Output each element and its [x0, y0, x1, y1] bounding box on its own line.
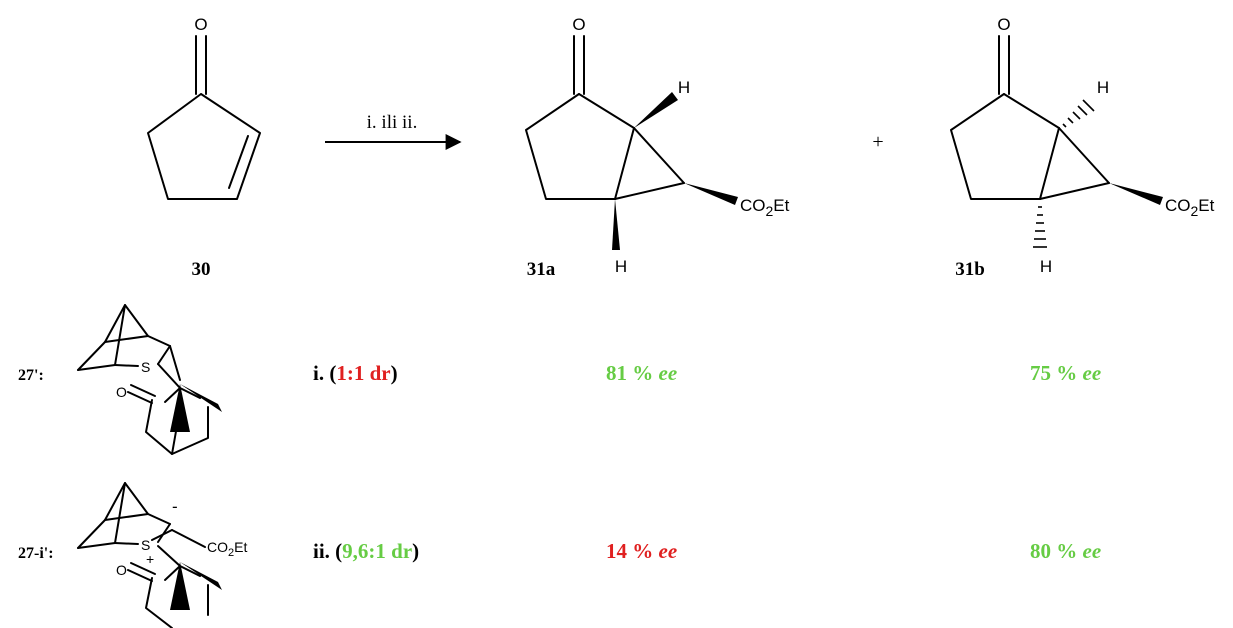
ester-group: CO2Et [740, 196, 790, 219]
bond [1039, 182, 1110, 200]
wedge-bond [180, 384, 222, 412]
atom-h: H [1097, 78, 1109, 97]
atom-o: O [997, 15, 1010, 34]
double-bond-inner [228, 135, 249, 189]
wedge-bond [170, 562, 190, 610]
bond [1003, 93, 1060, 129]
compound-label-31a: 31a [527, 259, 556, 280]
wedge-bond [612, 199, 620, 250]
wedge-bond [170, 384, 190, 432]
atom-o: O [194, 15, 207, 34]
bond [104, 513, 149, 521]
row-1-dr: i. (1:1 dr) [313, 361, 398, 385]
bond [157, 345, 171, 365]
reagent-27-structure: S O [77, 304, 222, 455]
positive-charge: + [146, 551, 154, 567]
bond [114, 482, 126, 544]
reagent-label-27-i: 27-i': [18, 545, 54, 562]
reaction-conditions: i. ili ii. [367, 112, 418, 133]
negative-charge: - [172, 497, 178, 516]
reagent-label-27: 27': [18, 367, 44, 384]
compound-31b-structure: O H H CO2Et [950, 15, 1215, 276]
atom-o: O [116, 562, 127, 578]
ring-bonds [525, 93, 616, 200]
bond [633, 127, 685, 184]
atom-h: H [1040, 257, 1052, 276]
compound-label-31b: 31b [955, 259, 985, 280]
bond [1058, 127, 1110, 184]
atom-h: H [678, 78, 690, 97]
bond [145, 577, 173, 628]
bond [171, 529, 206, 548]
wedge-bond [1109, 183, 1163, 205]
row-2-dr: ii. (9,6:1 dr) [313, 539, 419, 563]
wedge-bond [684, 183, 738, 205]
bond [157, 523, 171, 543]
bond [77, 364, 116, 371]
plus-sign: + [872, 131, 883, 153]
ester-group: CO2Et [207, 539, 247, 559]
bond-fusion [1039, 127, 1060, 200]
bond [164, 565, 181, 581]
atom-s: S [141, 537, 150, 553]
row-1-ee-31a: 81 % ee [606, 361, 677, 385]
bond [114, 542, 139, 545]
compound-31a-structure: O H H CO2Et [525, 15, 790, 276]
wedge-bond [180, 562, 222, 590]
bond [578, 93, 635, 129]
bond [614, 182, 685, 200]
atom-s: S [141, 359, 150, 375]
bond [169, 345, 181, 381]
bond [77, 542, 116, 549]
bond [130, 562, 156, 575]
atom-o: O [116, 384, 127, 400]
reagent-27-i-structure: S + - CO2Et O [77, 482, 247, 628]
ring-bonds [147, 93, 261, 200]
bond [114, 304, 126, 366]
row-2-ee-31b: 80 % ee [1030, 539, 1101, 563]
compound-30-structure: O [147, 15, 261, 200]
bond [104, 335, 149, 343]
wedge-bond [634, 92, 678, 128]
bond [127, 569, 153, 582]
compound-label-30: 30 [192, 259, 211, 280]
atom-o: O [572, 15, 585, 34]
atom-h: H [615, 257, 627, 276]
row-1-ee-31b: 75 % ee [1030, 361, 1101, 385]
ring-bonds [950, 93, 1041, 200]
hash-bond [1062, 99, 1095, 128]
bond [130, 384, 156, 397]
bond [127, 391, 153, 404]
row-2-ee-31a: 14 % ee [606, 539, 677, 563]
ester-group: CO2Et [1165, 196, 1215, 219]
bond [164, 387, 181, 403]
bond [114, 364, 139, 367]
hash-bond [1033, 206, 1047, 248]
bond-fusion [614, 127, 635, 200]
